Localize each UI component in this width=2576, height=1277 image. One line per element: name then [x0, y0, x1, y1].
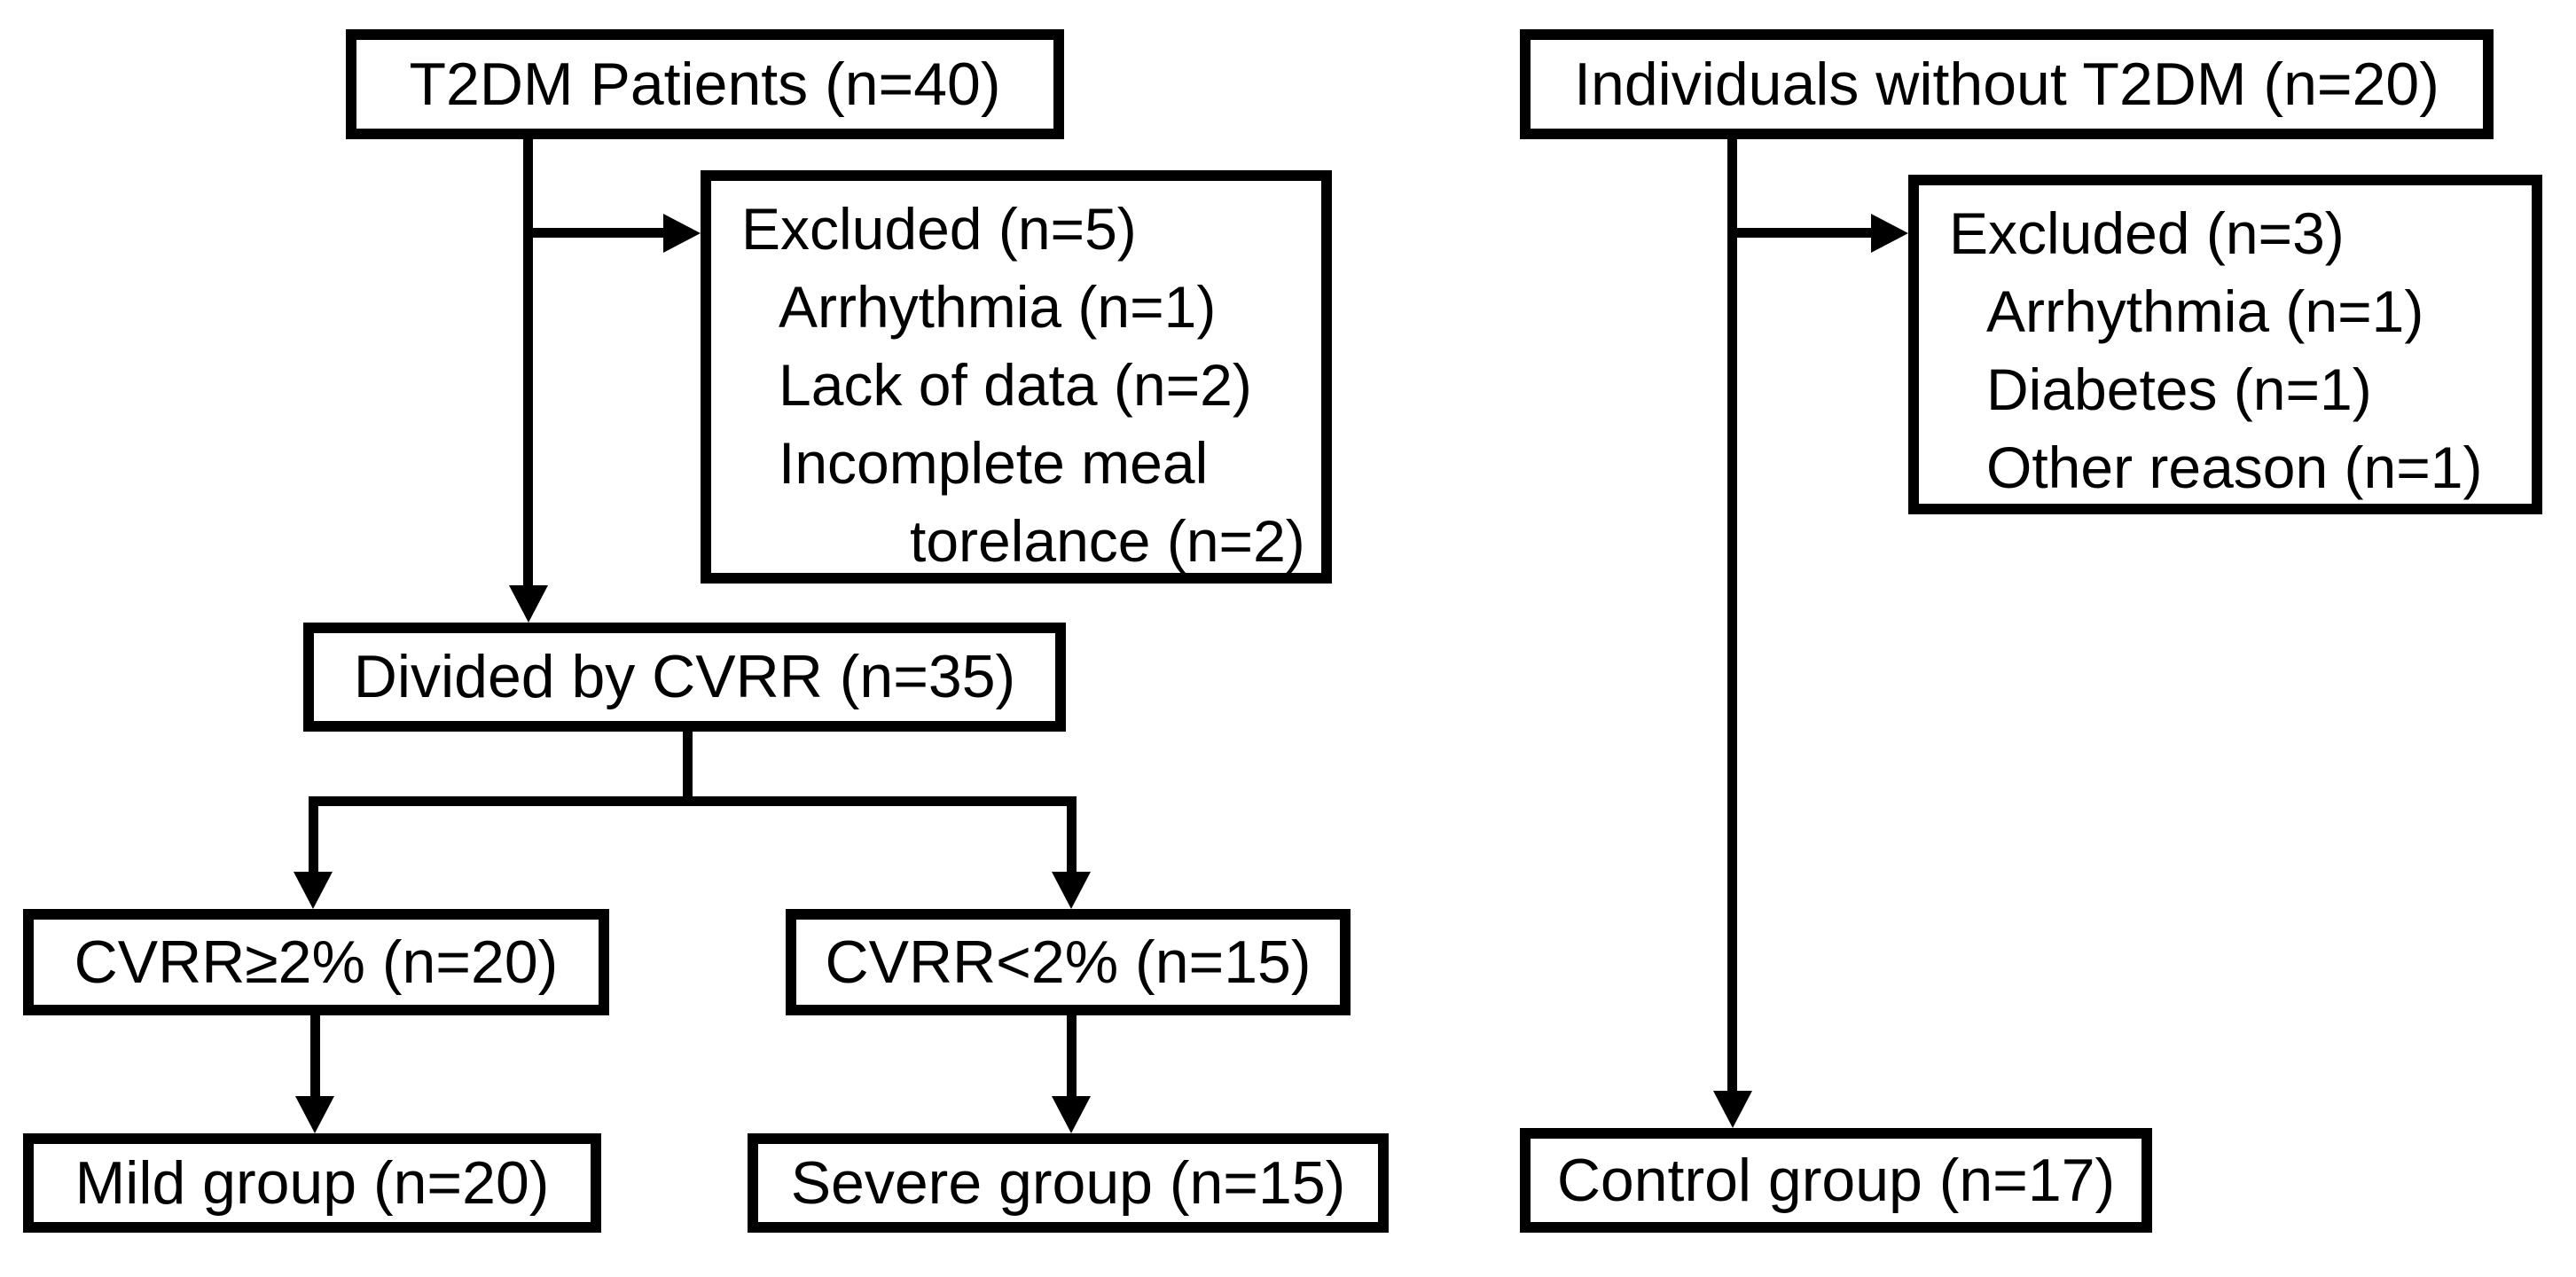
connector-cvrr-low-to-severe-line: [1067, 1015, 1077, 1098]
excluded-left-item: Arrhythmia (n=1): [779, 274, 1217, 340]
excluded-right-item: Diabetes (n=1): [1986, 356, 2372, 422]
control-group-box: Control group (n=17): [1520, 1128, 2152, 1233]
excluded-right-item: Other reason (n=1): [1986, 435, 2483, 500]
individuals-without-t2dm-label: Individuals without T2DM (n=20): [1574, 50, 2439, 118]
severe-group-box: Severe group (n=15): [748, 1133, 1389, 1233]
connector-split-to-cvrr-low-line: [1067, 796, 1077, 875]
t2dm-patients-label: T2DM Patients (n=40): [409, 50, 1001, 118]
connector-cvrr-low-to-severe-arrowhead-icon: [1052, 1096, 1091, 1133]
excluded-left-item: Incomplete meal: [779, 430, 1209, 496]
connector-split-bar-line: [309, 796, 1077, 806]
connector-individuals-to-excluded-line: [1727, 228, 1873, 238]
t2dm-patients-box: T2DM Patients (n=40): [346, 29, 1064, 139]
excluded-right-box: Excluded (n=3) Arrhythmia (n=1) Diabetes…: [1908, 175, 2542, 514]
excluded-left-box: Excluded (n=5) Arrhythmia (n=1) Lack of …: [701, 170, 1332, 584]
connector-t2dm-to-excluded-arrowhead-icon: [663, 214, 701, 253]
cvrr-low-label: CVRR<2% (n=15): [825, 928, 1311, 996]
excluded-right-item: Arrhythmia (n=1): [1986, 278, 2424, 344]
connector-individuals-to-excluded-arrowhead-icon: [1871, 214, 1908, 253]
cvrr-high-box: CVRR≥2% (n=20): [23, 909, 609, 1015]
cvrr-low-box: CVRR<2% (n=15): [786, 909, 1351, 1015]
connector-t2dm-to-excluded-line: [523, 228, 665, 238]
connector-t2dm-to-divided-arrowhead-icon: [509, 585, 548, 623]
excluded-left-item: Lack of data (n=2): [779, 352, 1252, 418]
control-group-label: Control group (n=17): [1556, 1146, 2116, 1214]
excluded-left-item: torelance (n=2): [910, 508, 1305, 574]
mild-group-label: Mild group (n=20): [74, 1148, 550, 1217]
connector-split-to-cvrr-low-arrowhead-icon: [1052, 872, 1091, 909]
connector-t2dm-to-divided-line: [523, 139, 533, 589]
individuals-without-t2dm-box: Individuals without T2DM (n=20): [1520, 29, 2494, 139]
connector-split-to-cvrr-high-line: [309, 796, 318, 875]
divided-by-cvrr-label: Divided by CVRR (n=35): [353, 643, 1016, 711]
connector-cvrr-high-to-mild-arrowhead-icon: [295, 1096, 334, 1133]
excluded-left-title: Excluded (n=5): [741, 196, 1137, 262]
cvrr-high-label: CVRR≥2% (n=20): [74, 928, 559, 996]
connector-divided-stem-line: [683, 732, 693, 806]
connector-individuals-to-control-arrowhead-icon: [1713, 1091, 1752, 1128]
connector-split-to-cvrr-high-arrowhead-icon: [294, 872, 333, 909]
severe-group-label: Severe group (n=15): [790, 1148, 1346, 1217]
excluded-right-title: Excluded (n=3): [1949, 200, 2345, 266]
mild-group-box: Mild group (n=20): [23, 1133, 601, 1233]
connector-cvrr-high-to-mild-line: [310, 1015, 320, 1098]
divided-by-cvrr-box: Divided by CVRR (n=35): [303, 623, 1066, 732]
connector-individuals-to-control-line: [1727, 139, 1737, 1093]
